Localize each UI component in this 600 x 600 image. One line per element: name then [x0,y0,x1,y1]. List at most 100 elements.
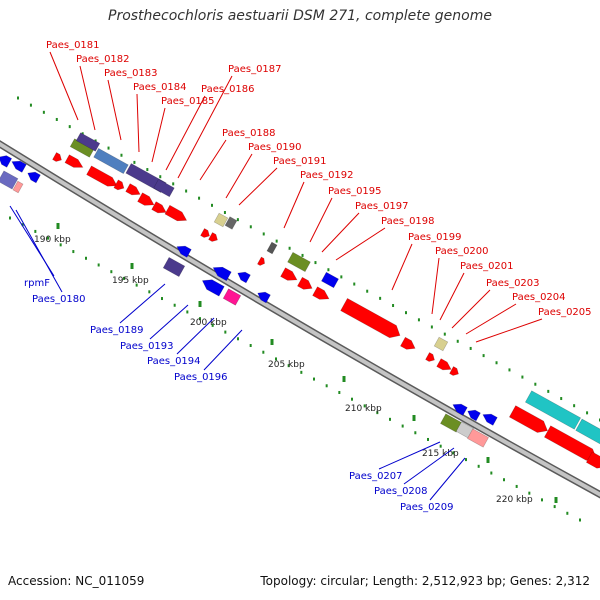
gene-forward [137,192,155,206]
gene-forward [436,358,452,371]
gene-reverse-shape [201,279,225,297]
gene-reverse-shape [11,160,27,173]
gene-forward-shape [425,352,435,362]
tick-dot-inner [300,370,303,374]
label-leader-forward [151,107,166,163]
gene-reverse [257,291,271,304]
gene-reverse [467,428,489,448]
tick-dot-outer [573,404,576,408]
tick-dot-inner [541,498,543,502]
kbp-label: 210 kbp [345,404,382,414]
tick-dot-inner [123,276,125,280]
gene-reverse [176,245,192,258]
tick-dot-inner [21,223,24,227]
tick-dot-inner [477,464,480,468]
gene-forward-shape [64,154,84,168]
gene-forward [266,241,278,255]
gene-forward [164,204,188,222]
gene-forward-shape [400,336,416,350]
gene-forward [200,228,210,238]
tick-dot-outer [301,253,304,257]
tick-dot-outer [146,168,149,172]
gene-forward-shape [280,267,298,281]
gene-label-forward: Paes_0192 [300,170,354,181]
gene-label-forward: Paes_0183 [104,68,158,79]
gene-label-forward: Paes_0184 [133,82,187,93]
tick-dot-inner [211,323,214,327]
gene-forward-shape [321,271,339,289]
kbp-label: 220 kbp [496,495,533,505]
gene-forward-shape [524,390,582,430]
gene-forward-shape [75,132,101,152]
tick-dot-inner [528,491,531,495]
gene-forward [508,405,548,433]
gene-label-reverse: Paes_0180 [32,294,86,305]
tick-dot-outer [495,361,498,365]
tick-dot-outer [456,339,459,343]
tick-dot-inner [452,451,455,455]
tick-dot-inner [47,236,49,240]
tick-dot-inner [465,458,467,462]
gene-reverse [0,170,19,190]
gene-forward-shape [153,178,175,198]
tick-dot-outer [366,289,369,293]
gene-forward [257,256,265,266]
gene-forward-shape [224,216,238,230]
label-leader-forward [79,65,96,131]
tick-major [412,415,416,421]
tick-dot-outer [68,125,71,129]
gene-forward [153,178,175,198]
tick-dot-outer [392,304,395,308]
tick-dot-outer [443,332,446,336]
gene-forward [575,418,600,446]
tick-dot-inner [249,344,252,348]
tick-dot-outer [94,139,97,143]
gene-reverse [201,279,225,297]
tick-dot-inner [287,364,290,368]
tick-dot-outer [327,268,330,272]
tick-dot-inner [338,390,341,394]
gene-reverse-shape [467,428,489,448]
tick-dot-inner [427,437,429,441]
tick-dot-outer [547,389,550,393]
gene-forward [86,165,118,187]
gene-forward [433,336,449,352]
label-leader-forward [451,289,491,329]
tick-dot-outer [236,218,239,222]
label-leader-forward [475,318,543,343]
tick-dot-inner [553,505,556,509]
gene-label-forward: Paes_0198 [381,216,435,227]
tick-dot-inner [199,317,201,321]
label-leader-forward [199,139,227,181]
tick-dot-inner [224,330,227,334]
label-leader-forward [136,93,140,153]
gene-forward [287,251,311,273]
label-leader-forward [309,197,333,243]
gene-reverse-shape [27,171,41,184]
label-leader-forward [465,303,517,335]
gene-label-forward: Paes_0197 [355,201,409,212]
gene-forward-shape [575,418,600,446]
gene-label-forward: Paes_0187 [228,64,282,75]
tick-dot-outer [29,103,32,107]
label-leader-reverse [119,283,166,324]
gene-reverse [222,288,242,306]
gene-reverse-shape [176,245,192,258]
gene-label-reverse: Paes_0208 [374,486,428,497]
tick-major [342,376,346,382]
label-leader-forward [431,257,440,315]
gene-forward-shape [86,165,118,187]
gene-forward [280,267,298,281]
label-leader-reverse [203,329,243,371]
tick-dot-outer [521,375,524,379]
tick-dot-inner [186,310,189,314]
gene-forward-shape [287,251,311,273]
tick-dot-inner [262,350,265,354]
tick-dot-outer [223,210,226,214]
kbp-label: 190 kbp [34,235,71,245]
label-leader-forward [107,79,122,141]
gene-reverse-shape [0,155,13,168]
tick-dot-inner [351,397,353,401]
gene-label-forward: Paes_0186 [201,84,255,95]
gene-label-reverse: rpmF [24,278,50,289]
